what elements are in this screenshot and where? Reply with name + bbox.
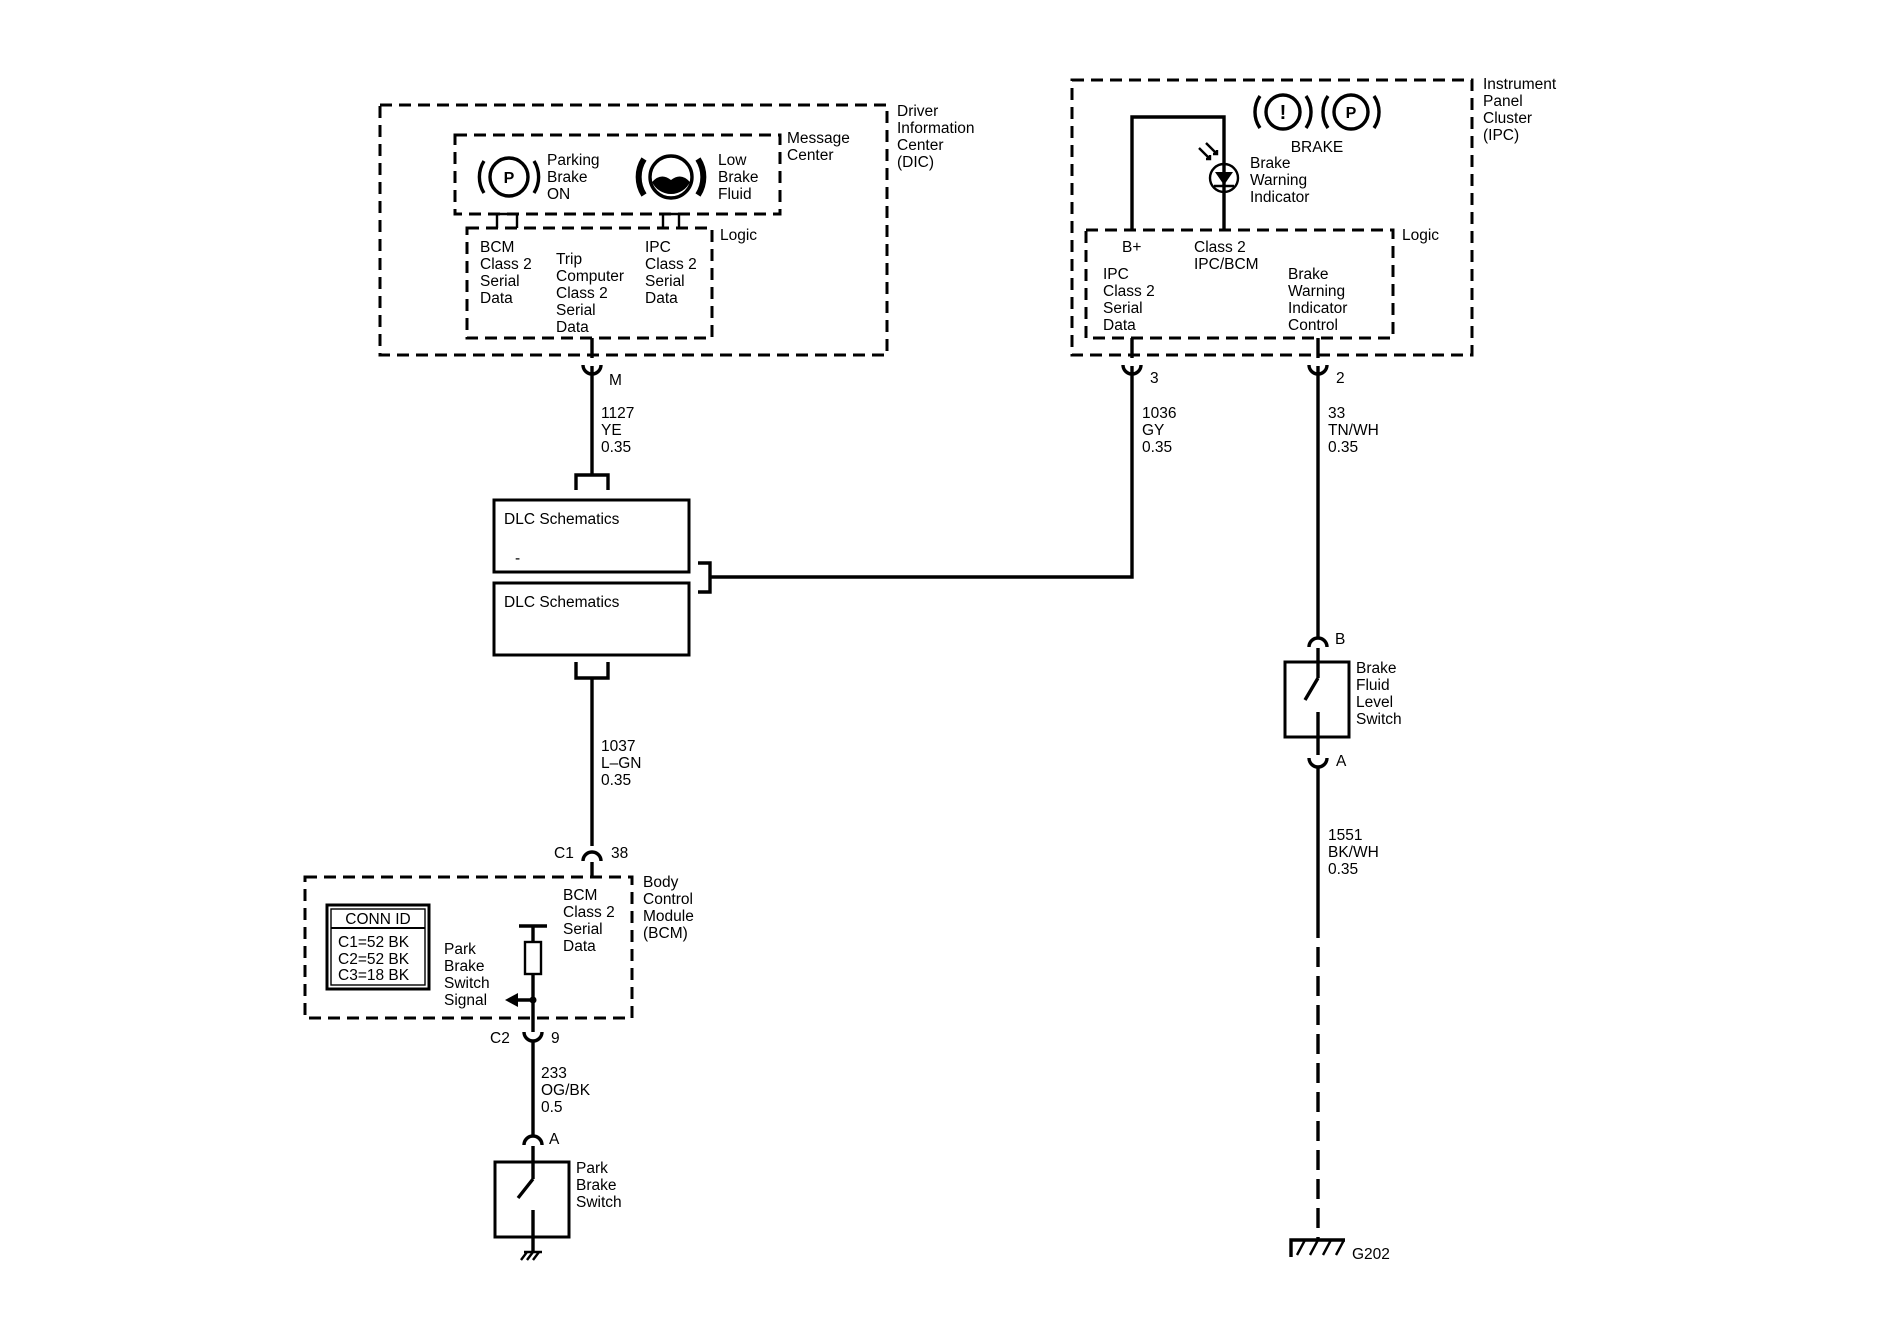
park-switch-pin: A xyxy=(549,1131,560,1148)
dic-trip-data-label: Trip Computer Class 2 Serial Data xyxy=(556,251,628,336)
wire-1036: 1036 GY 0.35 xyxy=(710,366,1181,579)
dlc-mark: - xyxy=(515,550,520,567)
conn-id-title: CONN ID xyxy=(345,911,410,928)
bcm-label: Body Control Module (BCM) xyxy=(643,874,698,942)
dic-logic-label: Logic xyxy=(720,227,757,244)
park-brake-signal-label: Park Brake Switch Signal xyxy=(444,941,494,1009)
conn-id-table: CONN ID C1=52 BK C2=52 BK C3=18 BK xyxy=(325,903,431,991)
svg-text:P: P xyxy=(1346,105,1357,122)
connector-b xyxy=(1307,636,1329,648)
parking-brake-message: Parking Brake ON xyxy=(547,152,604,203)
dlc-top-stub xyxy=(574,473,610,490)
pull-up-resistor-icon xyxy=(505,924,547,1007)
connector-c2-label: C2 xyxy=(490,1030,510,1047)
bcm-module: C1 38 Body Control Module (BCM) BCM Clas… xyxy=(303,845,698,1047)
conn-row: C2=52 BK xyxy=(338,951,410,968)
dic-stub-right xyxy=(661,212,681,228)
conn-row: C1=52 BK xyxy=(338,934,410,951)
parking-brake-icon: P xyxy=(477,156,541,198)
connector-m-label: M xyxy=(609,372,622,389)
dlc-label-lower: DLC Schematics xyxy=(504,594,620,611)
b-plus-label: B+ xyxy=(1122,239,1141,256)
dlc-box-upper xyxy=(492,498,691,574)
park-switch-connector xyxy=(522,1134,544,1146)
brake-warning-indicator-label: Brake Warning Indicator xyxy=(1250,155,1311,206)
connector-a xyxy=(1307,757,1329,769)
connector-3-label: 3 xyxy=(1150,370,1159,387)
fluid-switch-contact-icon xyxy=(1303,662,1320,737)
conn-row: C3=18 BK xyxy=(338,967,410,984)
ipc-logic-label: Logic xyxy=(1402,227,1439,244)
brake-label: BRAKE xyxy=(1291,139,1344,156)
wire-1127-label: 1127 YE 0.35 xyxy=(601,405,639,456)
low-brake-fluid-message: Low Brake Fluid xyxy=(718,152,763,203)
park-brake-switch: A Park Brake Switch xyxy=(493,1131,622,1261)
wire-1127: 1127 YE 0.35 xyxy=(590,366,639,475)
wire-33: 33 TN/WH 0.35 xyxy=(1316,366,1383,638)
wire-1037-label: 1037 L–GN 0.35 xyxy=(601,738,646,789)
connector-c1-pin: 38 xyxy=(611,845,628,862)
dic-logic-outline xyxy=(465,226,714,340)
dlc-label-upper: DLC Schematics xyxy=(504,511,620,528)
dic-bcm-data-label: BCM Class 2 Serial Data xyxy=(480,239,536,307)
wire-233-label: 233 OG/BK 0.5 xyxy=(541,1065,594,1116)
connector-2-label: 2 xyxy=(1336,370,1345,387)
dic-outline xyxy=(378,103,889,357)
class2-ipc-bcm-label: Class 2 IPC/BCM xyxy=(1194,239,1259,273)
ipc-label: Instrument Panel Cluster (IPC) xyxy=(1483,76,1561,144)
ground-label: G202 xyxy=(1352,1246,1390,1263)
connector-c1 xyxy=(581,850,603,862)
switch-contact-icon xyxy=(516,1162,535,1237)
dlc-side-stub xyxy=(698,561,712,594)
park-brake-switch-label: Park Brake Switch xyxy=(576,1160,622,1211)
chassis-ground-icon xyxy=(520,1250,542,1261)
dlc-box-lower xyxy=(492,581,691,657)
dic-stub-left xyxy=(495,212,519,228)
ipc-outline xyxy=(1070,78,1474,357)
ground-g202-icon: G202 xyxy=(1289,1238,1390,1263)
ipc-module: Instrument Panel Cluster (IPC) ! P BRAKE xyxy=(1070,76,1561,387)
connector-b-label: B xyxy=(1335,631,1345,648)
dic-label: Driver Information Center (DIC) xyxy=(897,103,979,171)
wire-1036-label: 1036 GY 0.35 xyxy=(1142,405,1181,456)
brake-fluid-level-switch: B A Brake Fluid Level Switch xyxy=(1283,631,1402,770)
dlc-block: DLC Schematics - DLC Schematics xyxy=(492,473,712,680)
message-center-label: Message Center xyxy=(787,130,854,164)
dlc-bottom-stub xyxy=(574,662,610,680)
brake-fluid-switch-label: Brake Fluid Level Switch xyxy=(1356,660,1402,728)
warning-control-label: Brake Warning Indicator Control xyxy=(1288,266,1352,334)
wire-1037: 1037 L–GN 0.35 xyxy=(590,678,646,846)
svg-text:P: P xyxy=(504,170,515,187)
dic-module: Driver Information Center (DIC) Message … xyxy=(378,103,979,389)
message-center-outline xyxy=(453,133,782,216)
wire-233: 233 OG/BK 0.5 xyxy=(531,1041,594,1136)
wire-33-label: 33 TN/WH 0.35 xyxy=(1328,405,1383,456)
connector-c2-pin: 9 xyxy=(551,1030,560,1047)
connector-c2 xyxy=(522,1031,544,1043)
connector-c1-label: C1 xyxy=(554,845,574,862)
bcm-outline xyxy=(303,875,634,1020)
dic-ipc-data-label: IPC Class 2 Serial Data xyxy=(645,239,701,307)
brake-p-icon: P xyxy=(1321,93,1381,131)
brake-exclamation-icon: ! xyxy=(1253,93,1313,131)
bcm-data-label: BCM Class 2 Serial Data xyxy=(563,887,619,955)
brake-warning-led-icon xyxy=(1198,142,1240,194)
connector-a-label: A xyxy=(1336,753,1347,770)
brake-fluid-icon xyxy=(635,154,707,200)
ipc-data-label: IPC Class 2 Serial Data xyxy=(1103,266,1159,334)
ipc-logic-outline xyxy=(1084,228,1395,340)
wire-1551-label: 1551 BK/WH 0.35 xyxy=(1328,827,1383,878)
wire-1551: 1551 BK/WH 0.35 xyxy=(1316,767,1383,1240)
svg-text:!: ! xyxy=(1280,102,1287,124)
